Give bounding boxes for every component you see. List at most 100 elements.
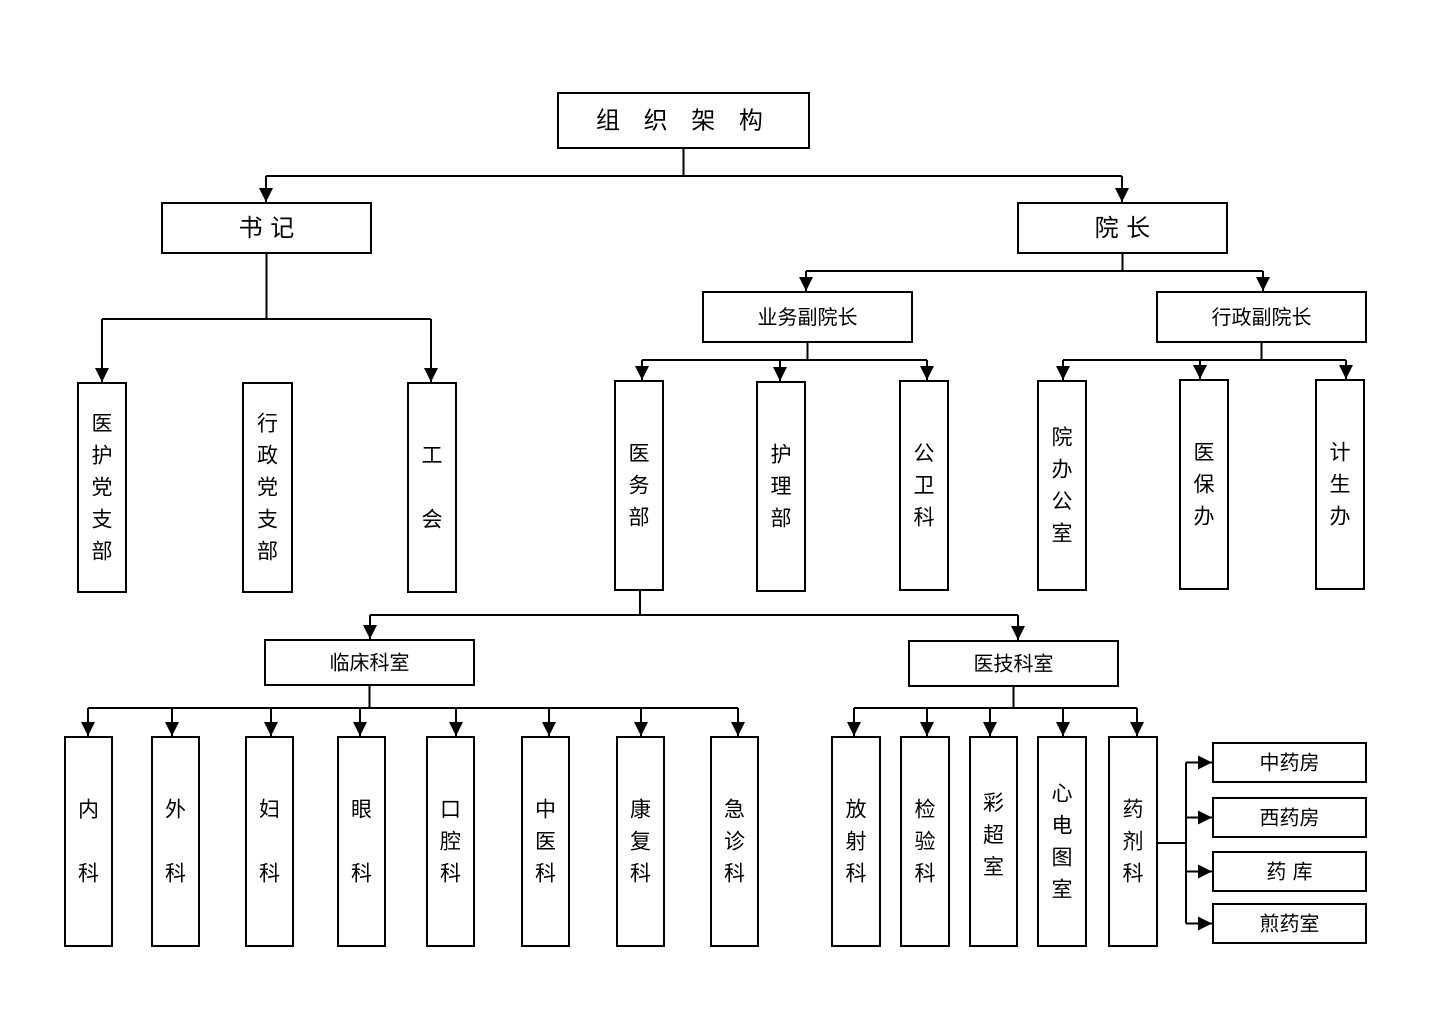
node-label: 中医科	[535, 798, 556, 886]
node-label: 妇科	[259, 798, 280, 886]
node-box	[1037, 380, 1087, 591]
node-label: 外科	[165, 798, 186, 886]
node-box	[264, 639, 475, 686]
node-pharmacy: 药剂科	[1108, 736, 1158, 947]
node-label: 眼科	[351, 798, 372, 886]
node-box	[969, 736, 1018, 947]
node-box	[1179, 379, 1229, 590]
node-box	[1037, 736, 1087, 947]
node-label: 业务副院长	[758, 305, 858, 329]
node-box	[557, 92, 810, 149]
node-label: 彩超室	[983, 791, 1004, 879]
node-label: 中药房	[1260, 751, 1320, 775]
node-label: 临床科室	[330, 651, 410, 675]
node-label: 心电图室	[1052, 782, 1073, 902]
node-label: 药剂科	[1123, 798, 1144, 886]
node-ecg: 心电图室	[1037, 736, 1087, 947]
node-box	[337, 736, 386, 947]
node-president-office: 院办公室	[1037, 380, 1087, 591]
node-surgery: 外科	[151, 736, 200, 947]
node-box	[1212, 851, 1367, 892]
node-union: 工会	[407, 382, 457, 593]
node-box	[407, 382, 457, 593]
node-label: 计生办	[1330, 441, 1351, 529]
node-box	[710, 736, 759, 947]
node-secretary: 书 记	[161, 202, 372, 254]
node-label: 公卫科	[914, 442, 935, 530]
node-box	[245, 736, 294, 947]
node-medical-insurance: 医保办	[1179, 379, 1229, 590]
node-box	[64, 736, 113, 947]
node-medical-affairs: 医务部	[614, 380, 664, 591]
node-box	[161, 202, 372, 254]
node-box	[756, 381, 806, 592]
node-root: 组 织 架 构	[557, 92, 810, 149]
node-president: 院 长	[1017, 202, 1228, 254]
node-label: 康复科	[630, 798, 651, 886]
node-label: 西药房	[1260, 806, 1320, 830]
node-gynecology: 妇科	[245, 736, 294, 947]
node-public-health: 公卫科	[899, 380, 949, 591]
node-label: 医保办	[1194, 441, 1215, 529]
node-label: 检验科	[915, 798, 936, 886]
node-western-pharmacy: 西药房	[1212, 797, 1367, 838]
node-clinical: 临床科室	[264, 639, 475, 686]
node-box	[1212, 903, 1367, 944]
node-label: 工会	[422, 444, 443, 532]
node-label: 组 织 架 构	[596, 107, 771, 135]
node-box	[77, 382, 127, 593]
node-vp-admin: 行政副院长	[1156, 291, 1367, 343]
node-label: 护理部	[771, 443, 792, 531]
node-box	[900, 736, 950, 947]
node-label: 急诊科	[724, 798, 745, 886]
node-label: 医务部	[629, 442, 650, 530]
node-label: 行政副院长	[1212, 305, 1312, 329]
node-ophthalmology: 眼科	[337, 736, 386, 947]
node-ultrasound: 彩超室	[969, 736, 1018, 947]
node-box	[521, 736, 570, 947]
node-box	[151, 736, 200, 947]
node-radiology: 放射科	[831, 736, 881, 947]
node-box	[242, 382, 293, 593]
node-box	[1156, 291, 1367, 343]
node-label: 药 库	[1266, 860, 1312, 884]
node-box	[1108, 736, 1158, 947]
node-medical-party-branch: 医护党支部	[77, 382, 127, 593]
node-decoction-room: 煎药室	[1212, 903, 1367, 944]
node-admin-party-branch: 行政党支部	[242, 382, 293, 593]
node-box	[426, 736, 475, 947]
node-box	[1212, 797, 1367, 838]
node-label: 院 长	[1095, 214, 1151, 242]
node-box	[908, 640, 1119, 687]
node-stomatology: 口腔科	[426, 736, 475, 947]
node-emergency: 急诊科	[710, 736, 759, 947]
node-box	[702, 291, 913, 343]
node-tcm: 中医科	[521, 736, 570, 947]
node-label: 煎药室	[1260, 912, 1320, 936]
node-label: 书 记	[239, 214, 295, 242]
node-medtech: 医技科室	[908, 640, 1119, 687]
node-label: 口腔科	[440, 798, 461, 886]
node-drug-store: 药 库	[1212, 851, 1367, 892]
node-box	[831, 736, 881, 947]
node-box	[899, 380, 949, 591]
node-box	[614, 380, 664, 591]
node-vp-business: 业务副院长	[702, 291, 913, 343]
connector-layer	[81, 148, 1353, 931]
node-tcm-pharmacy: 中药房	[1212, 742, 1367, 783]
node-rehab: 康复科	[616, 736, 665, 947]
node-nursing: 护理部	[756, 381, 806, 592]
node-internal-med: 内科	[64, 736, 113, 947]
node-label: 内科	[78, 798, 99, 886]
node-label: 放射科	[846, 798, 867, 886]
node-box	[1017, 202, 1228, 254]
node-family-planning: 计生办	[1315, 379, 1365, 590]
node-box	[1212, 742, 1367, 783]
node-label: 医技科室	[974, 652, 1054, 676]
node-label: 行政党支部	[257, 412, 278, 564]
node-label: 院办公室	[1052, 426, 1073, 546]
node-box	[616, 736, 665, 947]
node-label: 医护党支部	[92, 412, 113, 564]
